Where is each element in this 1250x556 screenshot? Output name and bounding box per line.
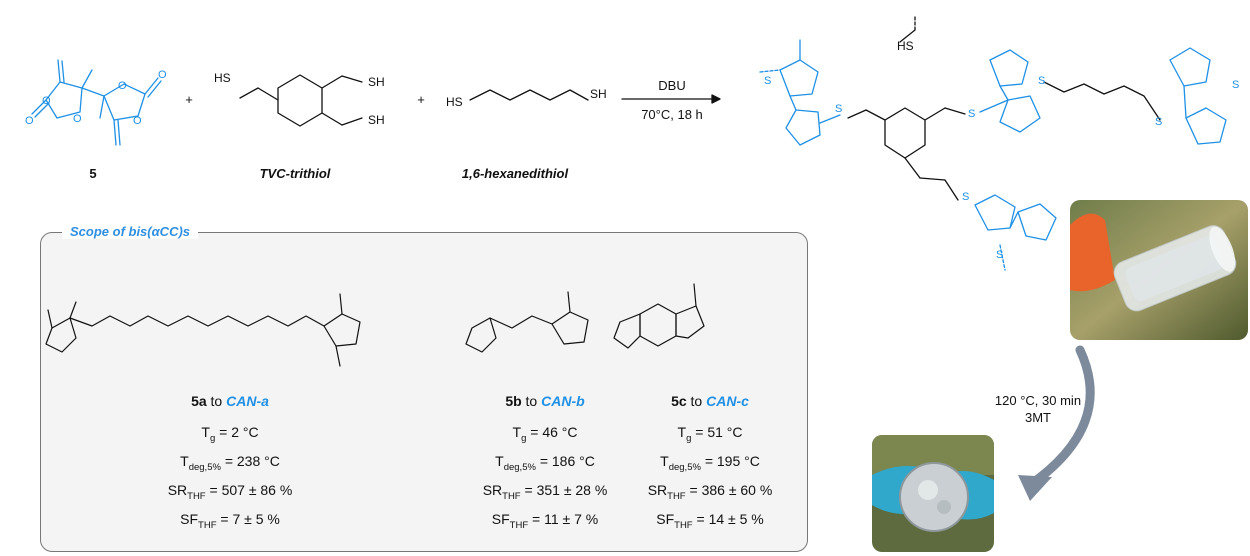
structure-5a [45,293,361,367]
network-product-structure [847,15,1161,201]
sr-5c: SRTHF = 386 ± 60 % [647,482,773,502]
tvc-trithiol-structure [239,74,363,127]
tdeg-5b: Tdeg,5% = 186 °C [495,452,595,473]
sf-5b: SFTHF = 11 ± 7 % [491,511,599,532]
tdeg-5a: Tdeg,5% = 238 °C [180,452,280,473]
scope-item-5c: 5c to CAN-c Tg = 51 °C Tdeg,5% = 195 °C … [620,390,800,538]
scope-item-5b: 5b to CAN-b Tg = 46 °C Tdeg,5% = 186 °C … [455,390,635,538]
disc-photo [872,435,994,552]
svg-text:S: S [764,75,771,87]
monomer-label-5a: 5a to CAN-a [191,393,269,409]
svg-text:SH: SH [368,75,385,89]
structure-5c [613,283,705,349]
scope-title: Scope of bis(αCC)s [62,224,199,239]
sr-5a: SRTHF = 507 ± 86 % [167,482,293,502]
sr-5b: SRTHF = 351 ± 28 % [482,482,608,502]
scope-item-5a: 5a to CAN-a Tg = 2 °C Tdeg,5% = 238 °C S… [130,390,330,538]
svg-text:O: O [133,115,142,127]
plus-sign-2: + [417,92,425,107]
monomer-label-5b: 5b to CAN-b [505,393,585,409]
svg-text:O: O [158,69,167,81]
conditions-label: 70°C, 18 h [641,107,703,122]
sf-5a: SFTHF = 7 ± 5 % [180,511,280,532]
scope-box [40,232,808,552]
compound-5-structure [31,59,162,146]
structure-5b [465,291,589,353]
catalyst-label: DBU [658,78,686,93]
tdeg-5c: Tdeg,5% = 195 °C [660,452,760,473]
label-hexanedithiol: 1,6-hexanedithiol [461,166,569,181]
svg-text:S: S [1232,79,1239,91]
tg-5a: Tg = 2 °C [201,423,259,444]
svg-text:S: S [1038,75,1045,87]
svg-text:HS: HS [446,95,463,109]
svg-text:O: O [118,80,127,92]
vial-photo [1070,200,1248,340]
reprocess-arrow [1018,345,1095,501]
svg-text:HS: HS [214,71,231,85]
svg-text:O: O [25,115,34,127]
reprocess-conditions: 120 °C, 30 min 3MT [994,393,1082,425]
hexanedithiol-structure [469,89,589,101]
tg-5b: Tg = 46 °C [512,423,578,444]
svg-text:HS: HS [897,39,914,53]
network-carbonate-units [759,39,1227,271]
monomer-label-5c: 5c to CAN-c [671,393,749,409]
svg-text:S: S [996,249,1003,261]
sf-5c: SFTHF = 14 ± 5 % [656,511,764,532]
svg-text:O: O [73,113,82,125]
svg-text:SH: SH [590,87,607,101]
label-compound-5: 5 [89,166,97,181]
label-tvc-trithiol: TVC-trithiol [259,166,331,181]
tg-5c: Tg = 51 °C [677,423,743,444]
compound-5-O-atom: O [42,95,51,107]
svg-text:S: S [968,108,975,120]
plus-sign-1: + [185,92,193,107]
svg-text:SH: SH [368,113,385,127]
scope-structures [45,283,705,367]
svg-text:S: S [1155,116,1162,128]
svg-text:S: S [962,191,969,203]
svg-text:S: S [835,103,842,115]
